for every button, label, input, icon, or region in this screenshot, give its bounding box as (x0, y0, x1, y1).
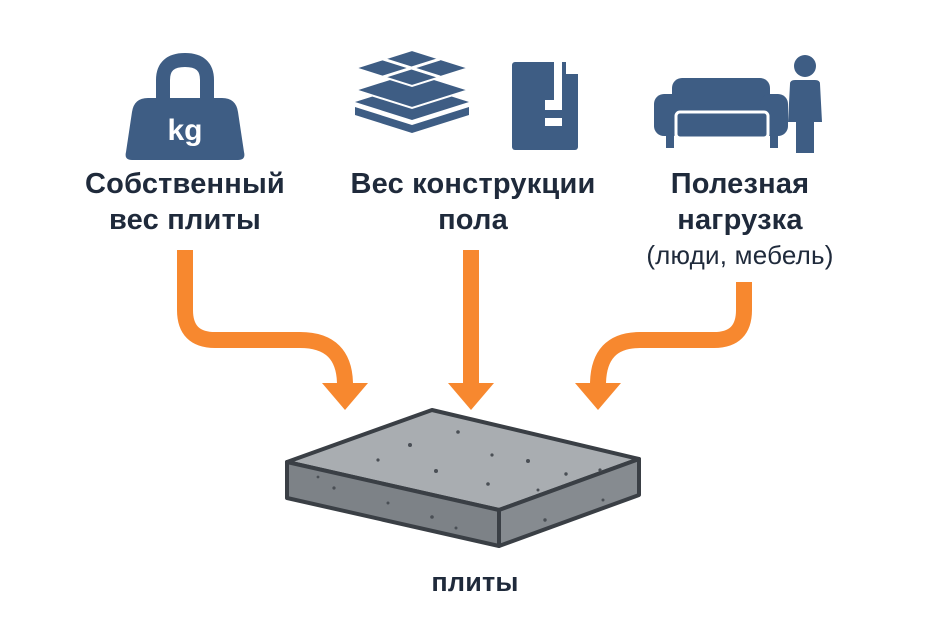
label-useful-subline: (люди, мебель) (646, 240, 834, 270)
kettlebell-icon: kg (125, 52, 245, 160)
arrow-useful-load (575, 282, 752, 410)
floor-layers-icon (351, 48, 473, 133)
kettlebell-kg-text: kg (167, 114, 202, 147)
label-self-weight-line-2: вес плиты (109, 204, 261, 236)
sofa-icon (654, 78, 788, 148)
label-useful-line-1: Полезная (670, 168, 810, 200)
label-self-weight-line-1: Собственный (85, 168, 285, 200)
person-icon (788, 55, 822, 153)
label-self-weight: Собственный вес плиты (60, 166, 310, 238)
label-useful-line-2: нагрузка (677, 204, 803, 236)
wall-section-icon (512, 62, 578, 150)
label-floor-line-2: пола (438, 204, 508, 236)
arrow-floor-construction (448, 250, 494, 410)
slab-label: плиты (431, 567, 519, 597)
label-floor-line-1: Вес конструкции (350, 168, 596, 200)
concrete-slab-icon (285, 408, 641, 548)
arrow-self-weight (177, 250, 368, 410)
label-useful-load: Полезная нагрузка (люди, мебель) (610, 166, 870, 272)
label-floor-construction: Вес конструкции пола (318, 166, 628, 238)
